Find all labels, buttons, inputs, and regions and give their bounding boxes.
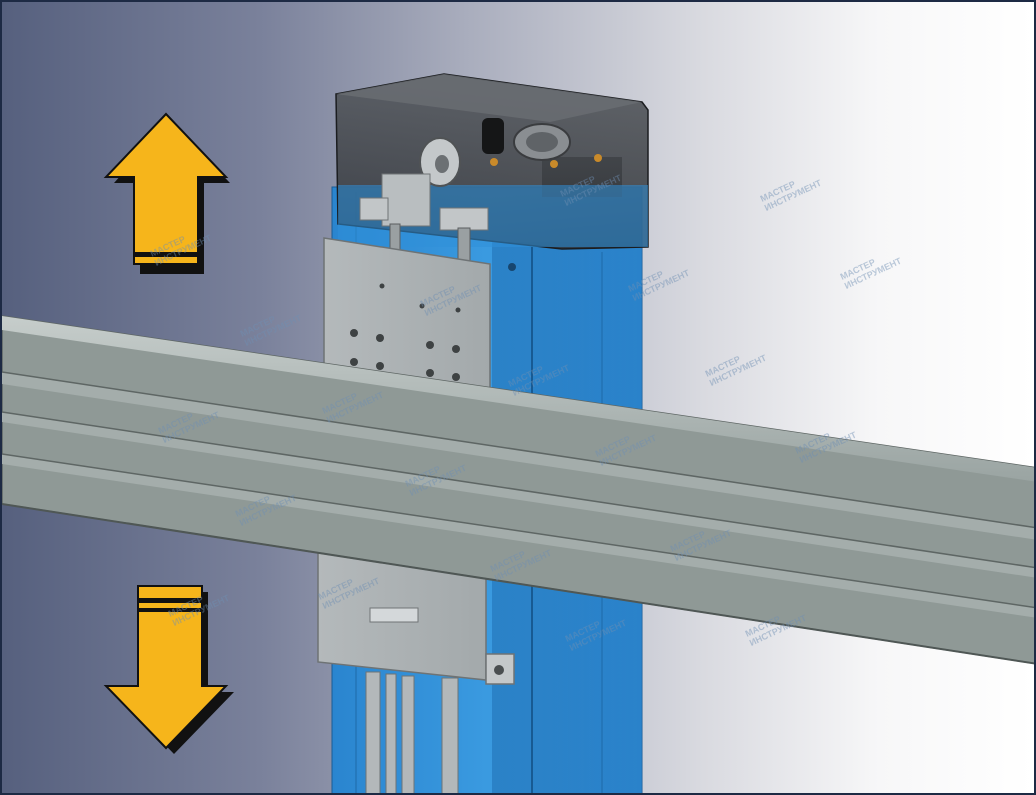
arrow-up-icon xyxy=(103,112,230,274)
switch-roller-hub xyxy=(435,155,449,173)
switch-body xyxy=(381,173,431,227)
end-bracket-hole xyxy=(494,665,504,675)
plate-hole xyxy=(455,307,461,313)
switch-bracket xyxy=(359,197,389,221)
plate-hole xyxy=(452,345,460,353)
guide-bracket xyxy=(439,207,489,231)
plate-hole xyxy=(379,283,385,289)
crossbeam-groove-line xyxy=(2,453,1034,609)
crossbeam-top-face xyxy=(2,316,1034,482)
arrow-up-shape xyxy=(103,112,229,265)
watermark: МАСТЕР ИНСТРУМЕНТ xyxy=(759,178,824,213)
cover-bolt xyxy=(594,154,602,162)
guide-rail xyxy=(365,671,381,793)
guide-rail xyxy=(401,675,415,793)
cover-bolt xyxy=(490,158,498,166)
plate-hole xyxy=(426,369,434,377)
carriage-plate-lower xyxy=(317,549,515,793)
arrow-up-stripe xyxy=(134,252,198,257)
crossbeam-groove-line xyxy=(2,411,1034,569)
column-bolt-hole xyxy=(508,263,516,271)
cover-bolt xyxy=(550,160,558,168)
crossbeam-edge-line xyxy=(2,503,1034,665)
watermark: МАСТЕР ИНСТРУМЕНТ xyxy=(839,256,904,291)
cover-top-face xyxy=(336,74,642,122)
motor-cover xyxy=(335,73,649,267)
crossbeam-groove xyxy=(2,412,1034,578)
arrow-down-stripe xyxy=(138,608,202,612)
guide-rail xyxy=(385,673,397,793)
watermark: МАСТЕР ИНСТРУМЕНТ xyxy=(704,353,769,388)
arrow-down-stripe xyxy=(138,598,202,603)
plate-hole xyxy=(350,329,358,337)
plate-hole xyxy=(350,358,358,366)
plate-hole xyxy=(376,334,384,342)
crossbeam-groove-line xyxy=(2,371,1034,529)
carriage-plate-upper xyxy=(323,237,491,395)
pulley-wheel-inner xyxy=(526,132,558,152)
plate-hole xyxy=(426,341,434,349)
plate-latch xyxy=(369,607,419,623)
crossbeam-groove xyxy=(2,454,1034,618)
watermark: МАСТЕР ИНСТРУМЕНТ xyxy=(239,313,304,348)
guide-rail xyxy=(441,677,459,793)
crossbeam-groove xyxy=(2,372,1034,540)
crossbeam xyxy=(2,315,1034,665)
plate-hole xyxy=(452,373,460,381)
motor-knob xyxy=(482,118,504,154)
plate-hole xyxy=(376,362,384,370)
arrow-down-icon xyxy=(103,585,234,754)
plate-hole xyxy=(419,303,425,309)
